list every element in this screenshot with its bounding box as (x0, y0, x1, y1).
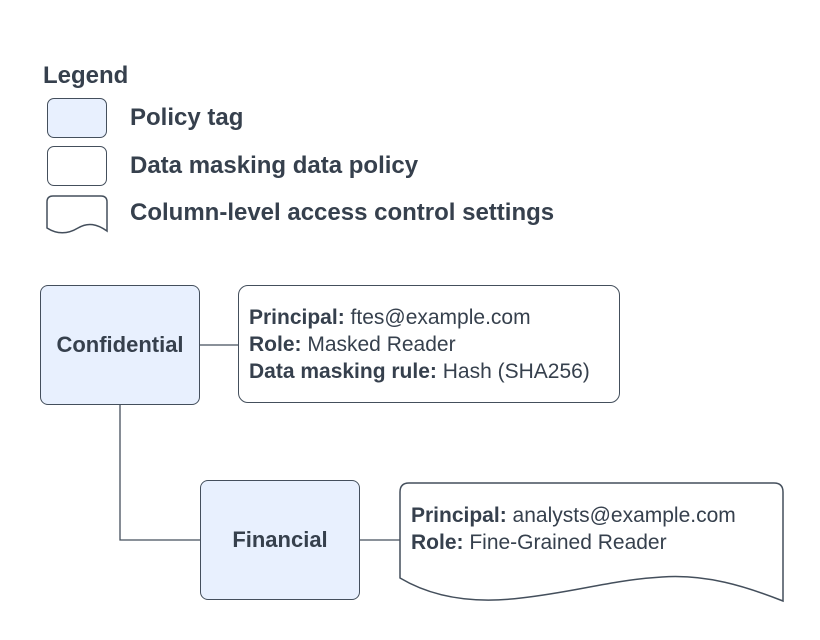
legend-title: Legend (43, 62, 129, 89)
masking-policy-role-label: Role: (249, 332, 302, 356)
masking-policy-role-line: Role: Masked Reader (249, 331, 619, 358)
masking-policy-rule-value: Hash (SHA256) (436, 359, 590, 383)
legend-swatch-policy-tag (47, 98, 107, 138)
acl-principal-label: Principal: (411, 504, 507, 527)
masking-policy-principal-line: Principal: ftes@example.com (249, 304, 619, 331)
acl-role-label: Role: (411, 531, 464, 554)
legend-label-policy-tag: Policy tag (130, 104, 244, 131)
acl-role-line: Role: Fine-Grained Reader (411, 529, 736, 556)
policy-tag-financial-label: Financial (232, 527, 328, 552)
policy-tag-financial: Financial (200, 480, 360, 600)
masking-policy-principal-label: Principal: (249, 305, 345, 329)
acl-role-value: Fine-Grained Reader (463, 531, 667, 554)
masking-policy-principal-value: ftes@example.com (344, 305, 531, 329)
masking-policy-rule-label: Data masking rule: (249, 359, 437, 383)
policy-tag-confidential: Confidential (40, 285, 200, 405)
policy-tag-confidential-label: Confidential (56, 332, 184, 357)
legend-label-column-acl: Column-level access control settings (130, 199, 555, 226)
masking-policy-role-value: Masked Reader (301, 332, 456, 356)
acl-principal-line: Principal: analysts@example.com (411, 502, 736, 529)
legend-swatch-data-masking-policy (47, 146, 107, 186)
column-acl-card-text: Principal: analysts@example.com Role: Fi… (411, 502, 736, 556)
legend-swatch-column-acl-shape (46, 195, 108, 234)
masking-policy-rule-line: Data masking rule: Hash (SHA256) (249, 358, 619, 385)
column-acl-card-shape (399, 482, 784, 603)
acl-principal-value: analysts@example.com (506, 504, 736, 527)
legend-label-data-masking-policy: Data masking data policy (130, 152, 419, 179)
connector-confidential-to-financial (119, 405, 200, 541)
data-masking-policy-card: Principal: ftes@example.com Role: Masked… (238, 285, 620, 403)
